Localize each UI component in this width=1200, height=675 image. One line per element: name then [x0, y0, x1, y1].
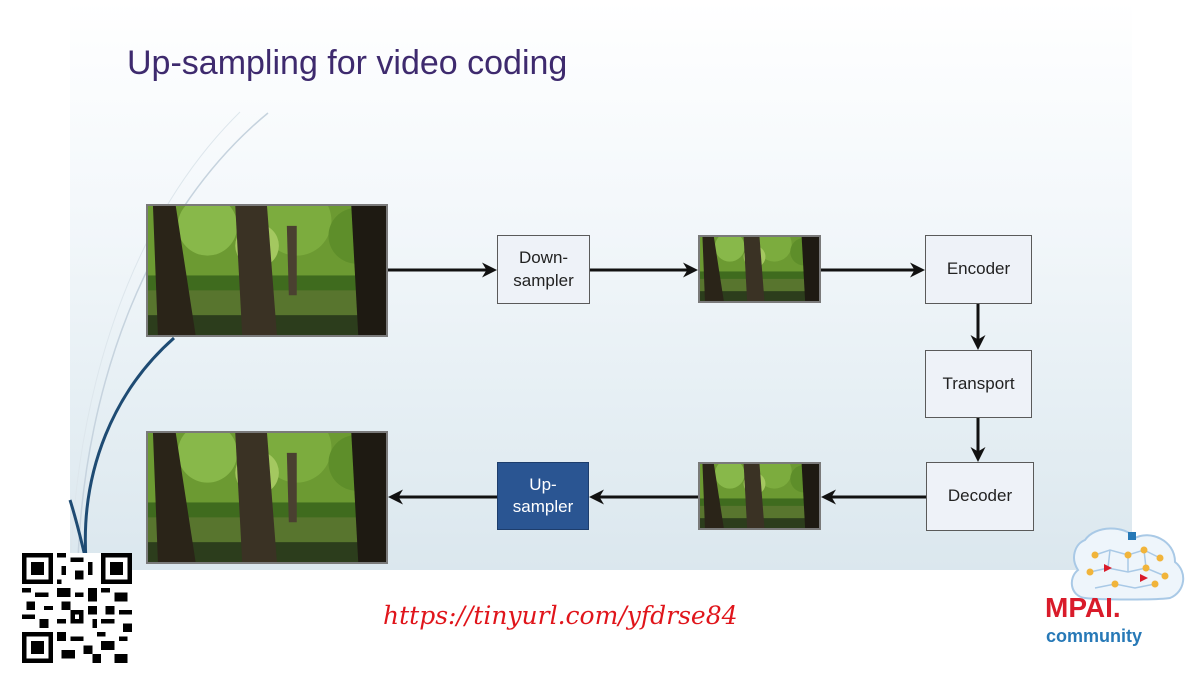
encoder-box[interactable]: Encoder	[925, 235, 1032, 304]
downsampled-video-frame	[698, 235, 821, 303]
slide-title: Up-sampling for video coding	[127, 44, 567, 83]
tinyurl-link[interactable]: https://tinyurl.com/yfdrse84	[383, 601, 738, 630]
decoder-box[interactable]: Decoder	[926, 462, 1034, 531]
mpai-brand-subtitle: community	[1046, 626, 1142, 647]
upsampler-box[interactable]: Up- sampler	[497, 462, 589, 530]
forest-image	[700, 464, 819, 528]
downsampler-box[interactable]: Down- sampler	[497, 235, 590, 304]
forest-image	[148, 433, 386, 562]
qr-code-icon	[22, 553, 132, 663]
mpai-brand-name: MPAI.	[1045, 592, 1121, 624]
upsampled-video-frame	[146, 431, 388, 564]
forest-image	[700, 237, 819, 301]
decoded-video-frame	[698, 462, 821, 530]
original-video-frame	[146, 204, 388, 337]
forest-image	[148, 206, 386, 335]
transport-box[interactable]: Transport	[925, 350, 1032, 418]
